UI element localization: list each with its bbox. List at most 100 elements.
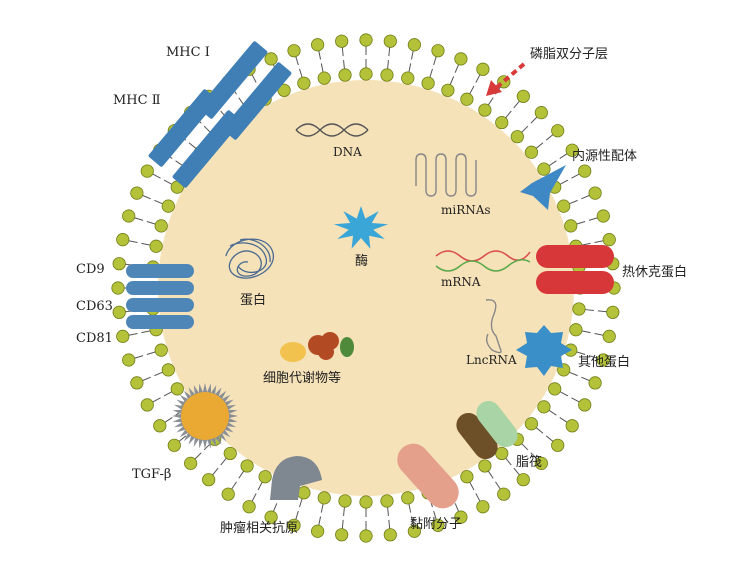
lipid-head (588, 376, 602, 390)
lipid-tail (318, 516, 322, 526)
lipid-head (551, 438, 565, 452)
lipid-tail (594, 332, 604, 336)
lipid-head (338, 68, 352, 82)
lipid-head (578, 164, 592, 178)
lipid-tail (588, 217, 598, 221)
lipid-tail (299, 498, 303, 508)
mhc2-bar-1 (148, 89, 218, 167)
lipid-head (476, 62, 490, 76)
lipid-head (317, 71, 331, 85)
lipid-head (359, 495, 373, 509)
lipid-tail (569, 371, 578, 377)
lipid-head (602, 233, 616, 247)
lipid-head (596, 353, 610, 367)
metabolite-brown-3 (318, 344, 334, 360)
lipid-head (380, 494, 394, 508)
lipid-tail (238, 470, 245, 479)
lipid-tail (449, 76, 455, 85)
lipid-tail (559, 417, 568, 423)
tetraspanin-band-1 (126, 264, 194, 278)
lipid-head (140, 398, 154, 412)
lipid-head (154, 219, 168, 233)
label-phospholipid-bilayer: 磷脂双分子层 (530, 47, 608, 62)
lipid-tail (387, 60, 389, 70)
lipid-head (130, 186, 144, 200)
lipid-tail (487, 470, 494, 479)
lipid-head (602, 329, 616, 343)
lipid-tail (548, 160, 557, 167)
lipid-head (240, 459, 254, 473)
lipid-tail (220, 457, 227, 466)
lipid-tail (454, 64, 460, 73)
label-heat-shock-protein: 热休克蛋白 (622, 264, 687, 280)
lipid-tail (152, 397, 161, 403)
lipid-head (421, 76, 435, 90)
lipid-tail (581, 330, 591, 334)
lipid-tail (341, 47, 344, 57)
tgf-beta-shape (172, 383, 238, 449)
lipid-tail (320, 503, 324, 513)
lipid-head (287, 518, 301, 532)
lipid-head (383, 528, 397, 542)
lipid-tail (594, 240, 604, 244)
lipid-tail (545, 435, 554, 442)
label-mrna: mRNA (441, 275, 481, 289)
lipid-head (524, 145, 539, 159)
lipid-tail (128, 332, 138, 336)
lipid-tail (134, 217, 144, 221)
lipid-head (557, 199, 571, 213)
lipid-tail (257, 481, 263, 491)
lipid-tail (388, 47, 391, 57)
tetraspanin-band-2 (126, 281, 194, 295)
lipid-tail (146, 351, 156, 355)
exosome-lumen (158, 80, 574, 496)
lipid-head (223, 446, 237, 461)
lipid-tail (163, 391, 173, 397)
tetraspanins (126, 264, 194, 329)
lipid-head (588, 186, 602, 200)
lipid-tail (530, 116, 538, 124)
label-mhc1: MHC Ⅰ (166, 45, 210, 60)
lipid-tail (164, 417, 173, 423)
label-mirnas: miRNAs (441, 203, 491, 217)
lipid-head (297, 76, 311, 90)
lipid-tail (408, 63, 412, 73)
lipid-head (534, 106, 548, 120)
label-tumor-antigen: 肿瘤相关抗原 (220, 520, 298, 536)
lipid-head (359, 33, 373, 47)
lipid-tail (576, 221, 586, 225)
lipid-head (112, 257, 126, 271)
lipid-head (401, 71, 415, 85)
lipid-head (359, 67, 373, 81)
cell-metabolites (280, 332, 354, 362)
lipid-head (497, 487, 511, 501)
other-protein-shape (516, 325, 572, 376)
lipid-head (122, 353, 136, 367)
tgf-beta-core (181, 392, 229, 440)
label-metabolites: 细胞代谢物等 (263, 370, 341, 386)
lipid-head (277, 83, 291, 97)
lipid-tail (178, 435, 187, 442)
lipid-head (338, 494, 352, 508)
lipid-tail (571, 173, 580, 179)
lipid-tail (341, 519, 344, 529)
lipid-raft (456, 400, 518, 460)
lipid-head (478, 103, 492, 117)
lipid-tail (597, 310, 607, 313)
lipid-tail (469, 85, 475, 95)
label-cd81: CD81 (76, 331, 113, 346)
lipid-tail (581, 376, 590, 382)
lipid-head (140, 164, 154, 178)
lipid-head (572, 302, 586, 316)
lipid-tail (505, 457, 512, 466)
lipid-raft-segment-2 (476, 400, 518, 448)
lipid-head (401, 491, 415, 505)
lipid-head (534, 456, 548, 470)
lipid-head (359, 529, 373, 543)
lipid-head (596, 209, 610, 223)
lipid-tail (251, 74, 257, 83)
lipid-head (510, 130, 524, 144)
lipid-tail (535, 142, 544, 149)
lipid-tail (299, 68, 303, 78)
lipid-raft-segment-1 (456, 412, 498, 460)
